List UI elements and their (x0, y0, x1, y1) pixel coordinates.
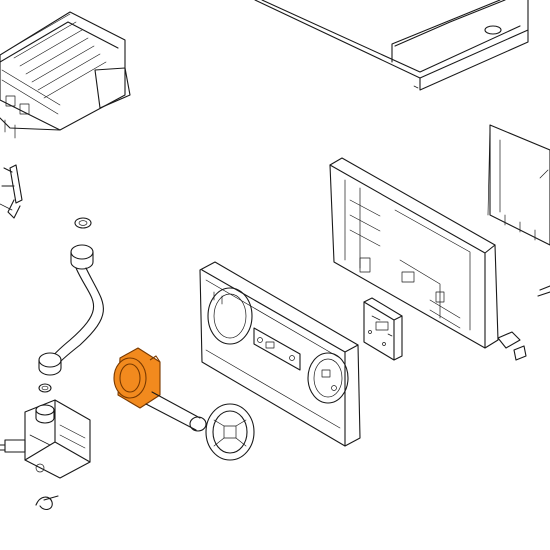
control-fascia[interactable] (199, 261, 361, 447)
control-box-frame[interactable] (329, 157, 499, 349)
washer-bottom[interactable] (38, 383, 52, 393)
selector-wheel[interactable] (205, 403, 255, 461)
chassis-tray[interactable] (254, 0, 529, 91)
water-pipe[interactable] (38, 244, 104, 376)
display-pcb[interactable] (363, 297, 403, 361)
rear-panel[interactable] (487, 124, 550, 297)
retaining-clip[interactable] (35, 495, 59, 511)
control-stem[interactable] (145, 391, 207, 432)
gas-valve[interactable] (0, 399, 91, 479)
washer-top[interactable] (74, 217, 92, 229)
highlighted-part[interactable] (113, 347, 161, 409)
heat-exchanger[interactable] (0, 11, 131, 139)
connector-right[interactable] (497, 331, 527, 361)
ignition-electrode[interactable] (0, 164, 23, 219)
